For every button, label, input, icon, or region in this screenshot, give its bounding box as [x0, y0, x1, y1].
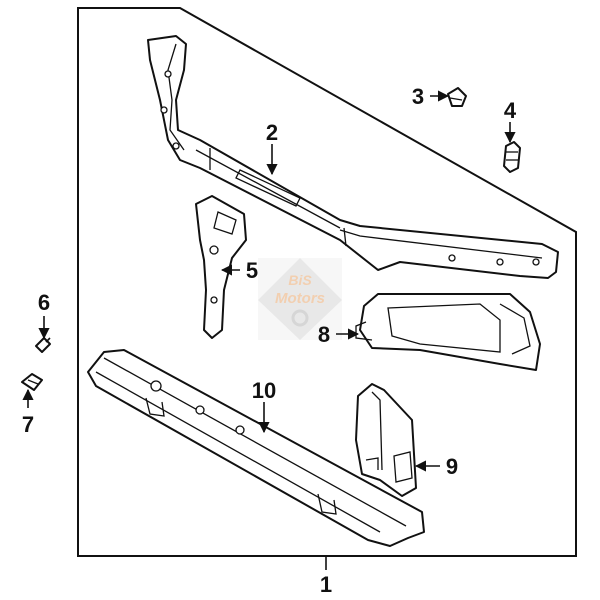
watermark-logo: BiS Motors: [258, 258, 342, 340]
assembly-boundary: [77, 7, 577, 557]
part-small-bolt: [35, 337, 51, 353]
part-push-clip: [21, 373, 43, 391]
part-lower-tie-bar: [87, 349, 425, 547]
callout-3: 3: [412, 84, 424, 109]
callout-2: 2: [266, 120, 278, 145]
part-bolt: [447, 87, 467, 107]
callout-6: 6: [38, 290, 50, 315]
watermark-text-1: BiS: [288, 272, 312, 288]
callout-8: 8: [318, 322, 330, 347]
part-right-bracket: [355, 383, 417, 497]
part-lamp-panel: [355, 293, 541, 371]
callout-9: 9: [446, 454, 458, 479]
part-clip: [503, 141, 521, 173]
callout-4: 4: [504, 98, 517, 123]
part-left-bracket: [195, 195, 247, 339]
watermark-text-2: Motors: [275, 290, 325, 307]
callout-5: 5: [246, 258, 258, 283]
callout-7: 7: [22, 412, 34, 437]
callout-1: 1: [320, 572, 332, 597]
callout-10: 10: [252, 378, 276, 403]
part-upper-tie-bar: [147, 35, 559, 279]
